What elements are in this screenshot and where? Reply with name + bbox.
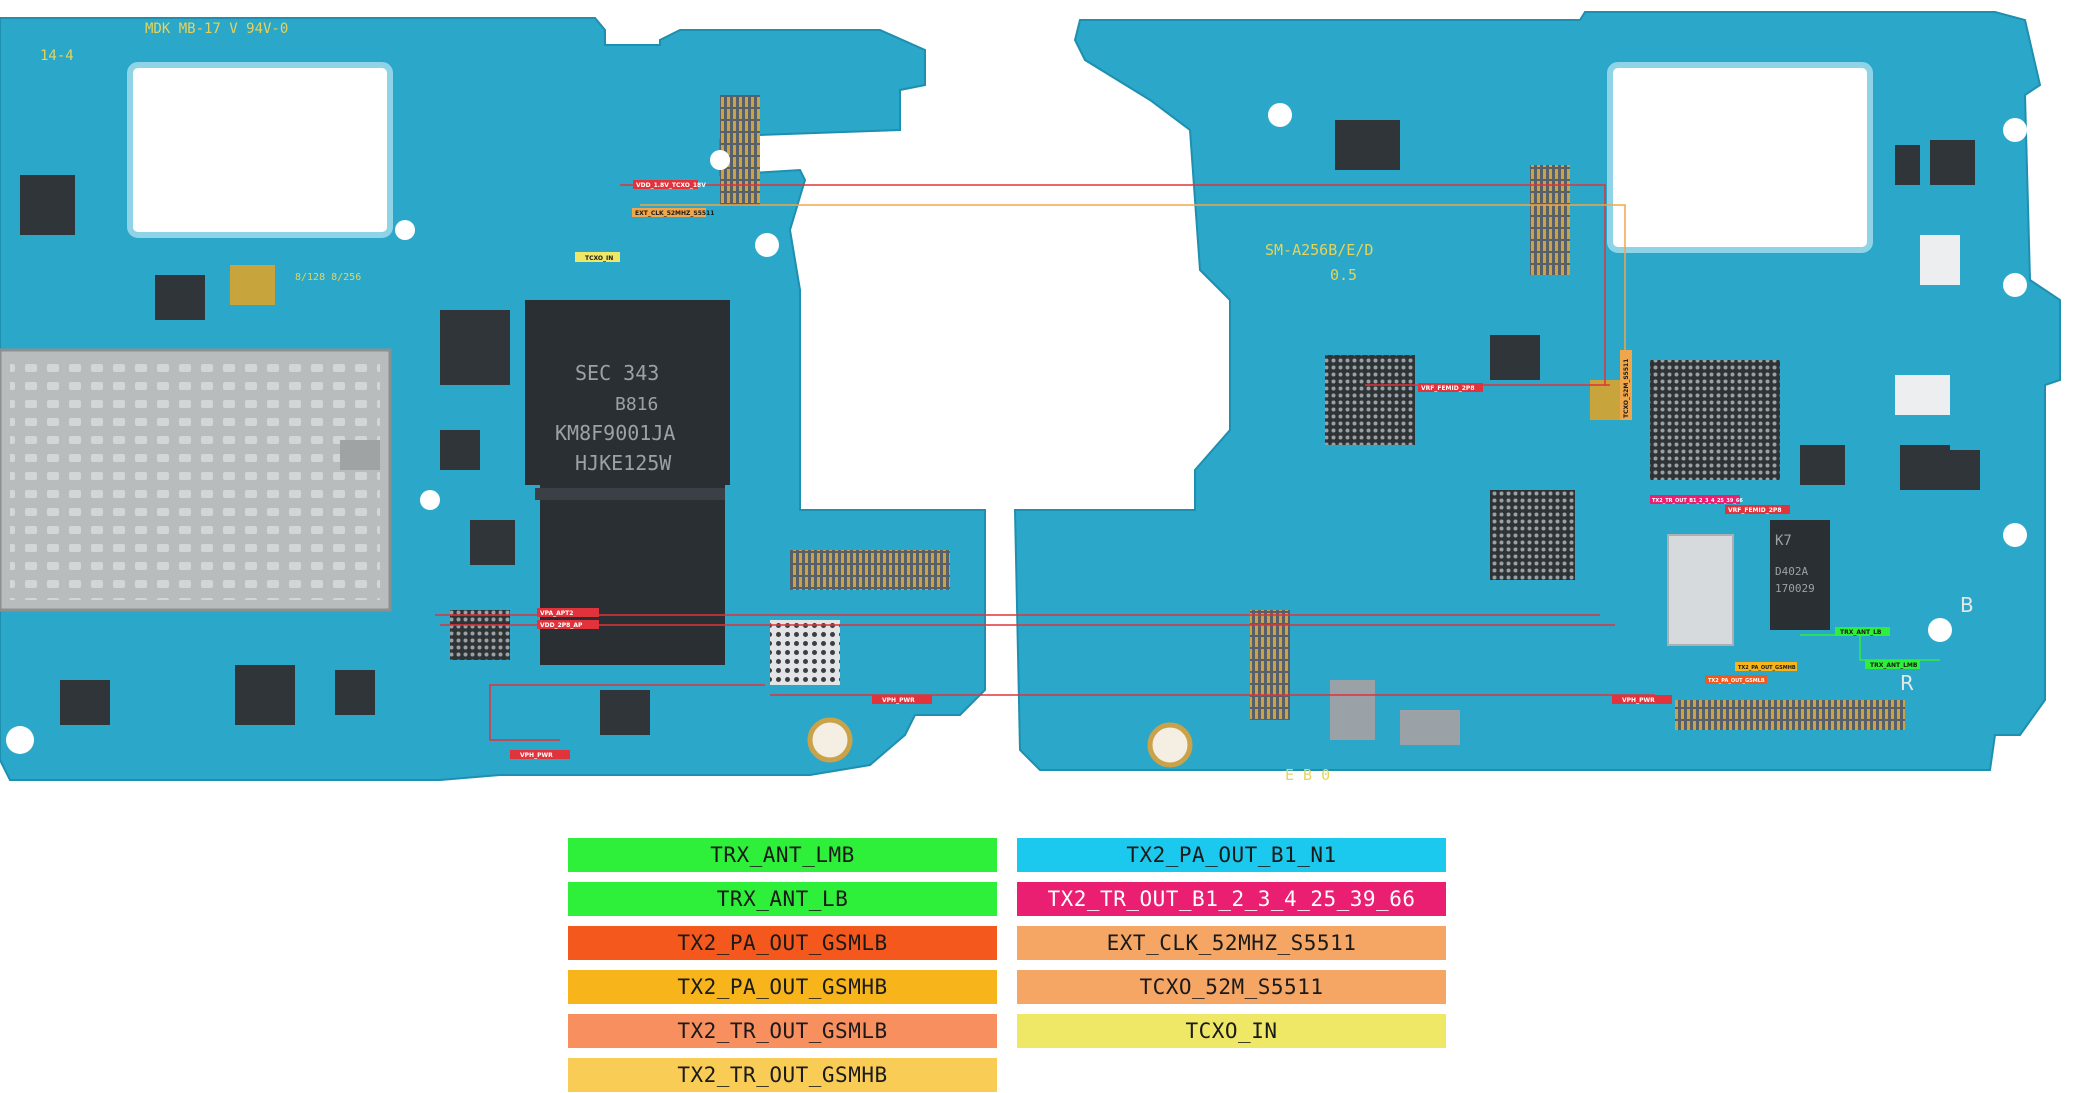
net-labels: VDD_1.8V_TCXO_18V EXT_CLK_52MHZ_S5511 TC…	[510, 180, 1920, 759]
right-board: SM-A256B/E/D 0.5 E B 0 B R K7 D402A 1700…	[1013, 11, 2061, 784]
net-label-tx2-tr-out: TX2_TR_OUT_B1_2_3_4_25_39_66	[1652, 498, 1743, 504]
left-cutout	[127, 62, 393, 238]
chip-left-2	[155, 275, 205, 320]
legend-item-tx2-tr-out-gsmlb: TX2_TR_OUT_GSMLB	[568, 1014, 997, 1048]
bga-right-1	[1325, 355, 1415, 445]
chip-text-hj: HJKE125W	[575, 451, 672, 475]
chip-text-170: 170029	[1775, 582, 1815, 595]
net-label-tcxo-in: TCXO_IN	[585, 255, 613, 262]
chip-text-b816: B816	[615, 394, 658, 415]
net-label-vph-pwr-l2: VPH_PWR	[882, 697, 915, 704]
net-label-vph-pwr-r: VPH_PWR	[1622, 697, 1655, 704]
board-label-left-corner: 14-4	[40, 48, 74, 64]
chip-k7	[1770, 520, 1830, 630]
motherboard-diagram: MDK MB-17 V 94V-0 14-4 SEC 343 B816 KM8F…	[0, 11, 2061, 784]
legend-item-ext-clk-52mhz: EXT_CLK_52MHZ_S5511	[1017, 926, 1446, 960]
left-board: MDK MB-17 V 94V-0 14-4 SEC 343 B816 KM8F…	[0, 17, 986, 781]
bga-right-3	[1650, 360, 1780, 480]
legend-item-trx-ant-lb: TRX_ANT_LB	[568, 882, 997, 916]
connector-top-left	[720, 95, 760, 205]
legend-item-tx2-tr-out-gsmhb: TX2_TR_OUT_GSMHB	[568, 1058, 997, 1092]
net-line-clk	[620, 184, 1606, 385]
memory-chip-upper	[525, 300, 730, 485]
chip-gold	[230, 265, 275, 305]
net-label-vdd-tcxo: VDD_1.8V_TCXO_18V	[636, 182, 706, 189]
bga-left	[770, 620, 840, 685]
shield-chip	[1667, 534, 1734, 646]
net-label-trx-ant-lb: TRX_ANT_LB	[1840, 629, 1882, 636]
right-cutout	[1607, 62, 1873, 253]
connector-right-bottom	[1675, 700, 1905, 730]
net-label-trx-ant-lmb: TRX_ANT_LMB	[1870, 662, 1918, 669]
chip-text-km: KM8F9001JA	[555, 421, 675, 445]
board-mem-sizes: 8/128 8/256	[295, 272, 361, 283]
connector-right-left	[790, 550, 950, 590]
net-label-tx2-pa-gsmlb: TX2_PA_OUT_GSMLB	[1708, 678, 1765, 684]
chip-mid-3	[470, 520, 515, 565]
connector-right-top	[1530, 165, 1570, 275]
net-label-vph-pwr-l1: VPH_PWR	[520, 752, 553, 759]
chip-mid-2	[440, 430, 480, 470]
board-label-model: SM-A256B/E/D	[1265, 241, 1373, 259]
legend-item-trx-ant-lmb: TRX_ANT_LMB	[568, 838, 997, 872]
legend-item-tx2-pa-out-gsmhb: TX2_PA_OUT_GSMHB	[568, 970, 997, 1004]
board-label-r: R	[1900, 671, 1914, 695]
net-line-tcxo	[640, 204, 1626, 350]
memory-chip-lower	[540, 485, 725, 665]
bga-right-2	[1490, 490, 1575, 580]
board-label-bottom: E B 0	[1285, 766, 1330, 784]
legend-item-tx2-pa-out-b1-n1: TX2_PA_OUT_B1_N1	[1017, 838, 1446, 872]
legend-item-tcxo-in: TCXO_IN	[1017, 1014, 1446, 1048]
chip-mid-1	[440, 310, 510, 385]
legend-item-tcxo-52m: TCXO_52M_S5511	[1017, 970, 1446, 1004]
chip-text-k7: K7	[1775, 533, 1792, 549]
chip-text-d402: D402A	[1775, 565, 1808, 578]
legend-item-tx2-pa-out-gsmlb: TX2_PA_OUT_GSMLB	[568, 926, 997, 960]
net-label-vrf-femid: VRF_FEMID_2P8	[1421, 385, 1475, 392]
net-label-vpa-apt: VPA_APT2	[540, 610, 573, 617]
net-label-vdd-2p8: VDD_2P8_AP	[540, 622, 583, 629]
bga-left-small	[450, 610, 510, 660]
legend-item-tx2-tr-out-b1: TX2_TR_OUT_B1_2_3_4_25_39_66	[1017, 882, 1446, 916]
chip-text-sec: SEC 343	[575, 361, 659, 385]
net-label-tx2-pa-gsmhb: TX2_PA_OUT_GSMHB	[1738, 665, 1796, 671]
net-label-ext-clk: EXT_CLK_52MHZ_S5511	[635, 210, 714, 217]
connector-right-mid	[1250, 610, 1290, 720]
net-label-vrf-femid-2: VRF_FEMID_2P8	[1728, 507, 1782, 514]
board-label-left-top: MDK MB-17 V 94V-0	[145, 21, 288, 37]
net-line-vph	[489, 684, 765, 741]
board-label-b: B	[1960, 593, 1974, 617]
chip-left-1	[20, 175, 75, 235]
board-label-rev: 0.5	[1330, 266, 1357, 284]
net-label-tcxo-52m: TCXO_52M_S5511	[1623, 359, 1630, 418]
